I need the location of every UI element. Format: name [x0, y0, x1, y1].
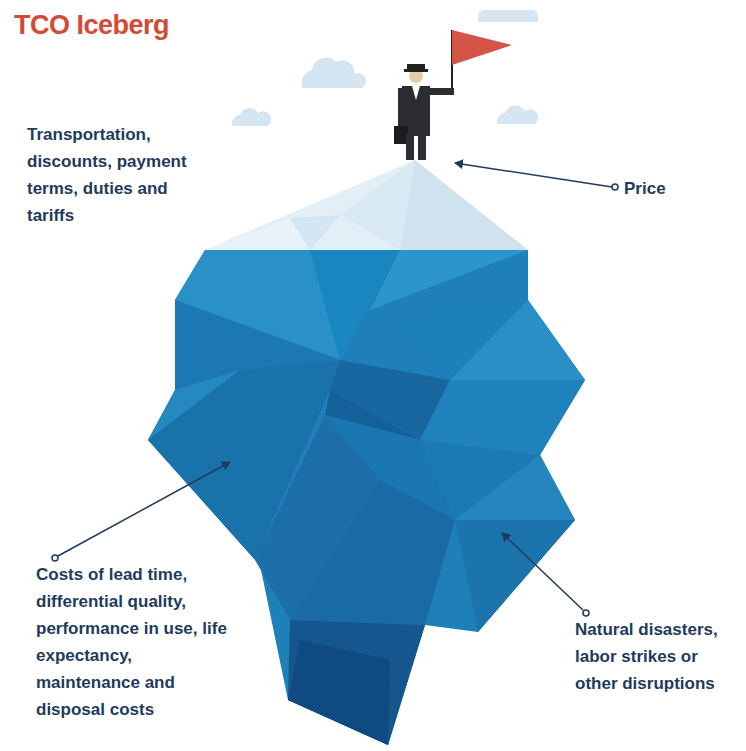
- callout-label: Costs of lead time, differential quality…: [36, 561, 236, 723]
- leader-lines: [52, 163, 618, 616]
- callout-label: Natural disasters, labor strikes or othe…: [575, 616, 741, 697]
- iceberg-tip: [205, 160, 528, 250]
- title: TCO Iceberg: [14, 10, 169, 41]
- clouds: [232, 10, 538, 126]
- iceberg-body: [148, 250, 585, 745]
- callout-label: Transportation, discounts, payment terms…: [27, 121, 219, 229]
- man-with-flag: [394, 30, 512, 160]
- callout-label: Price: [624, 175, 734, 202]
